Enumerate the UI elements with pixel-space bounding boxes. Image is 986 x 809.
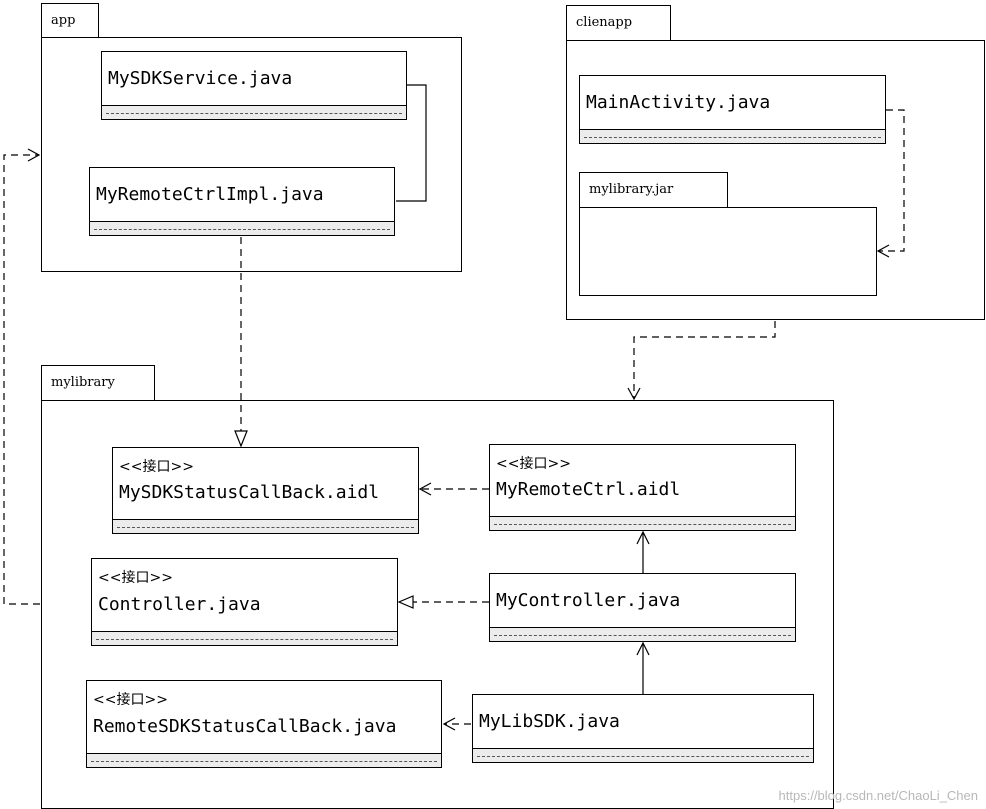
class-attributes — [580, 130, 885, 143]
class-attributes — [87, 754, 441, 767]
class-divider — [490, 627, 795, 628]
class-mainactivity: MainActivity.java — [579, 75, 886, 144]
class-name: MyLibSDK.java — [479, 711, 620, 732]
package-tab-mylibrary: mylibrary — [41, 365, 155, 401]
class-myremotectrlimpl: MyRemoteCtrlImpl.java — [89, 167, 395, 236]
class-name: Controller.java — [98, 594, 261, 615]
class-mycontroller: MyController.java — [489, 573, 796, 642]
class-remotesdkstatuscallback: <<接口>> RemoteSDKStatusCallBack.java — [86, 680, 442, 768]
class-attributes — [92, 632, 397, 645]
class-name: RemoteSDKStatusCallBack.java — [93, 716, 397, 737]
hollow-triangle-arrowhead — [234, 430, 248, 448]
class-name: MainActivity.java — [586, 92, 771, 113]
interface-stereotype: <<接口>> — [98, 570, 173, 586]
class-name: MySDKStatusCallBack.aidl — [119, 482, 380, 503]
association-line — [396, 84, 427, 202]
dependency-line — [633, 321, 776, 398]
interface-stereotype: <<接口>> — [496, 456, 571, 472]
class-divider — [90, 221, 394, 222]
dependency-line — [3, 154, 40, 605]
hollow-triangle-arrowhead — [397, 595, 414, 609]
open-arrowhead — [876, 244, 890, 258]
open-arrowhead — [636, 530, 650, 545]
open-arrowhead — [627, 387, 641, 401]
package-tab-clienapp: clienapp — [566, 5, 671, 41]
class-mysdkservice: MySDKService.java — [101, 51, 407, 120]
class-divider — [490, 516, 795, 517]
class-divider — [102, 105, 406, 106]
package-mylibrary-jar — [579, 207, 877, 296]
class-divider — [113, 519, 418, 520]
open-arrowhead — [27, 148, 41, 162]
class-attributes — [490, 628, 795, 641]
interface-stereotype: <<接口>> — [93, 692, 168, 708]
class-attributes — [90, 222, 394, 235]
class-name: MyRemoteCtrlImpl.java — [96, 184, 324, 205]
package-label-app: app — [51, 13, 76, 28]
package-label-mylibrary-jar: mylibrary.jar — [589, 182, 674, 197]
open-arrowhead — [418, 482, 432, 496]
open-arrowhead — [442, 717, 456, 731]
interface-stereotype: <<接口>> — [119, 459, 194, 475]
class-divider — [580, 129, 885, 130]
class-attributes — [473, 749, 813, 762]
class-controller: <<接口>> Controller.java — [91, 558, 398, 646]
class-divider — [87, 753, 441, 754]
class-name: MyController.java — [496, 590, 681, 611]
dependency-line — [879, 109, 905, 252]
package-label-clienapp: clienapp — [576, 15, 633, 30]
package-tab-app: app — [41, 3, 99, 38]
class-attributes — [113, 520, 418, 533]
class-divider — [92, 631, 397, 632]
class-name: MyRemoteCtrl.aidl — [496, 479, 681, 500]
class-mysdkstatuscallback: <<接口>> MySDKStatusCallBack.aidl — [112, 447, 419, 534]
class-name: MySDKService.java — [108, 68, 293, 89]
open-arrowhead — [636, 641, 650, 656]
class-attributes — [102, 106, 406, 119]
watermark: https://blog.csdn.net/ChaoLi_Chen — [778, 788, 978, 803]
class-attributes — [490, 517, 795, 530]
package-label-mylibrary: mylibrary — [51, 375, 115, 390]
class-divider — [473, 748, 813, 749]
class-myremotectrl: <<接口>> MyRemoteCtrl.aidl — [489, 444, 796, 531]
class-mylibsdk: MyLibSDK.java — [472, 694, 814, 763]
